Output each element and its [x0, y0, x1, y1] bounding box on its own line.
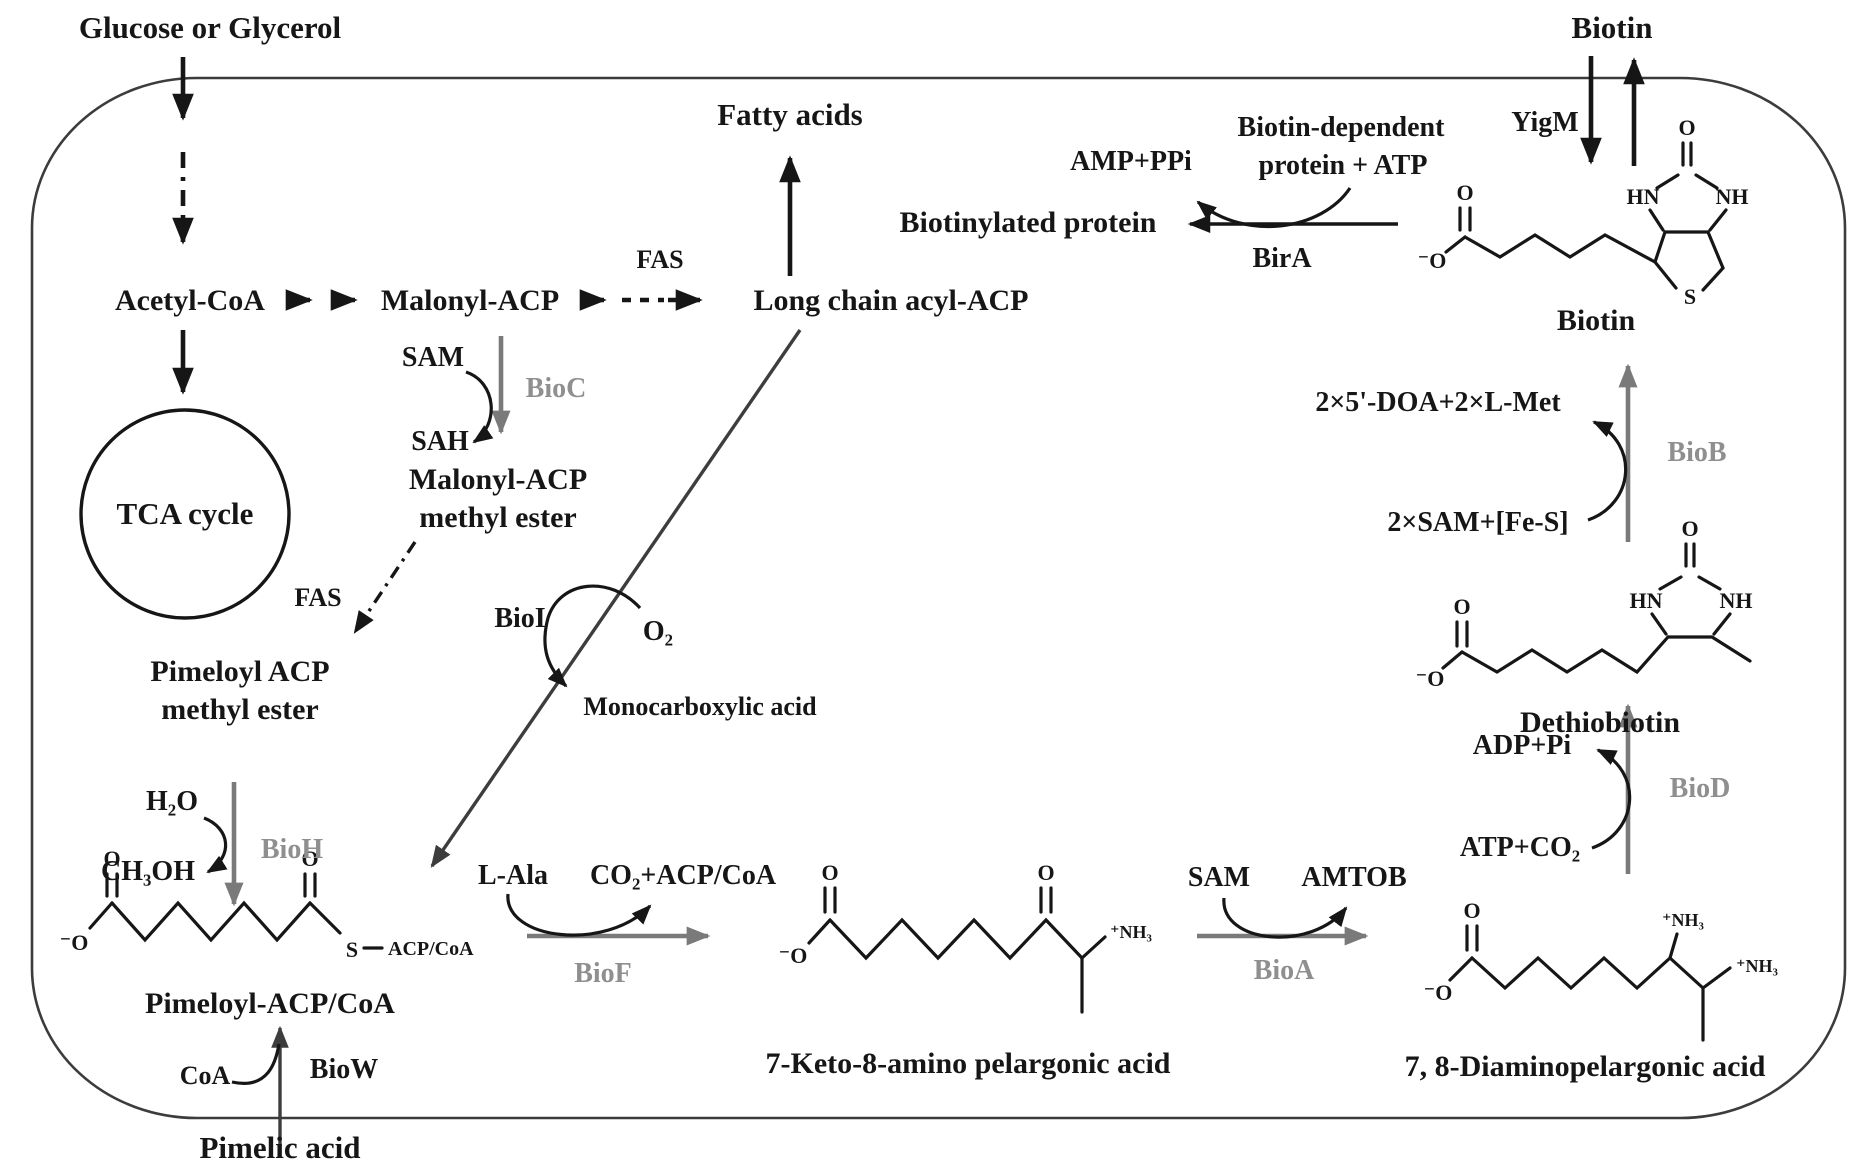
bioi-cofactor-arc	[545, 586, 640, 686]
pimeloyl-methyl-ester-label-line2: methyl ester	[161, 693, 318, 726]
malonyl-methyl-ester-label-line1: Malonyl-ACP	[409, 463, 587, 496]
glucose-label: Glucose or Glycerol	[79, 10, 342, 45]
h2o-label: H₂O	[146, 786, 198, 817]
carboxylate-o-atom: ⁻O	[60, 930, 89, 955]
biotin-structure: O ⁻O O HN NH S	[1418, 115, 1749, 309]
bioi-diagonal-arrow	[432, 330, 800, 866]
monocarboxylic-acid-label: Monocarboxylic acid	[583, 692, 817, 721]
ammonium-group: ⁺NH₃	[1736, 956, 1779, 976]
biotinylated-protein-label: Biotinylated protein	[900, 206, 1157, 239]
biotin-external-label: Biotin	[1572, 10, 1653, 45]
kapa-structure: O O ⁻O ⁺NH₃	[779, 860, 1153, 1012]
biotin-dependent-label-line2: protein + ATP	[1259, 150, 1428, 181]
ch3oh-label: CH₃OH	[101, 856, 195, 887]
pimeloyl-acp-coa-label: Pimeloyl-ACP/CoA	[145, 987, 395, 1020]
l-ala-label: L-Ala	[478, 860, 548, 891]
bioh-enzyme-label: BioH	[261, 834, 323, 865]
o2-label: O₂	[643, 616, 673, 647]
hn-atom: HN	[1627, 184, 1660, 209]
biotin-internal-label: Biotin	[1557, 304, 1636, 337]
kapa-label: 7-Keto-8-amino pelargonic acid	[766, 1047, 1171, 1080]
carbonyl-o-atom: O	[1453, 594, 1470, 619]
keto-o-atom: O	[1037, 860, 1054, 885]
bioa-reaction-arrow	[1197, 898, 1366, 937]
acp-coa-group: ACP/CoA	[388, 938, 474, 960]
sam-fes-label: 2×SAM+[Fe-S]	[1387, 507, 1568, 538]
carbonyl-o-atom: O	[1456, 180, 1473, 205]
ureido-o-atom: O	[1681, 516, 1698, 541]
amtob-label: AMTOB	[1301, 862, 1406, 893]
fas-mid-arrow	[355, 542, 415, 632]
carboxylate-o-atom: ⁻O	[1418, 248, 1447, 273]
coa-label: CoA	[180, 1061, 231, 1090]
biof-enzyme-label: BioF	[574, 958, 632, 989]
ammonium-group: ⁺NH₃	[1110, 922, 1153, 942]
ammonium-group: ⁺NH₃	[1662, 910, 1705, 930]
co2-acp-coa-label: CO₂+ACP/CoA	[590, 860, 777, 891]
biow-reaction-arrow	[232, 1028, 280, 1146]
long-chain-acyl-acp-label: Long chain acyl-ACP	[753, 284, 1028, 317]
sulfur-atom: S	[1684, 284, 1696, 309]
bioi-enzyme-label: BioI	[494, 603, 545, 634]
bioc-enzyme-label: BioC	[526, 373, 587, 404]
biob-reaction-arrow	[1588, 366, 1628, 542]
bira-reaction-arrow	[1190, 188, 1398, 227]
nh-atom: NH	[1720, 588, 1753, 613]
bioh-reaction-arrow	[204, 782, 234, 904]
pimeloyl-methyl-ester-label-line1: Pimeloyl ACP	[150, 655, 329, 688]
bira-enzyme-label: BirA	[1252, 243, 1312, 274]
yigm-transport-arrows	[1591, 56, 1634, 166]
bioa-enzyme-label: BioA	[1254, 955, 1315, 986]
carbonyl-o-atom: O	[1463, 898, 1480, 923]
malonyl-methyl-ester-label-line2: methyl ester	[419, 501, 576, 534]
dapa-structure: O ⁻O ⁺NH₃ ⁺NH₃	[1424, 898, 1779, 1040]
pimelic-acid-label: Pimelic acid	[200, 1130, 361, 1165]
ureido-o-atom: O	[1678, 115, 1695, 140]
tca-cycle-label: TCA cycle	[117, 496, 254, 531]
biob-enzyme-label: BioB	[1667, 437, 1726, 468]
fas-mid-label: FAS	[294, 583, 341, 612]
carboxylate-o-atom: ⁻O	[779, 943, 808, 968]
biod-enzyme-label: BioD	[1670, 773, 1731, 804]
dapa-label: 7, 8-Diaminopelargonic acid	[1405, 1050, 1766, 1083]
carboxylate-o-atom: ⁻O	[1416, 666, 1445, 691]
amp-ppi-label: AMP+PPi	[1070, 146, 1192, 177]
dethiobiotin-label: Dethiobiotin	[1520, 706, 1680, 739]
fatty-acids-label: Fatty acids	[717, 97, 863, 132]
malonyl-acp-label: Malonyl-ACP	[381, 284, 559, 317]
hn-atom: HN	[1630, 588, 1663, 613]
carboxylate-o-atom: ⁻O	[1424, 980, 1453, 1005]
nh-atom: NH	[1716, 184, 1749, 209]
sulfur-atom: S	[346, 937, 358, 962]
dethiobiotin-structure: O ⁻O O HN NH	[1416, 516, 1753, 691]
biow-enzyme-label: BioW	[310, 1054, 378, 1085]
carbonyl-o-atom: O	[821, 860, 838, 885]
sam-bioc-label: SAM	[402, 342, 464, 373]
sam-bioa-label: SAM	[1188, 862, 1250, 893]
doa-lmet-label: 2×5'-DOA+2×L-Met	[1315, 387, 1561, 418]
atp-co2-label: ATP+CO₂	[1460, 832, 1580, 863]
biof-reaction-arrow	[508, 894, 708, 936]
biotin-dependent-label-line1: Biotin-dependent	[1238, 112, 1446, 143]
fas-top-label: FAS	[636, 245, 683, 274]
acetyl-coa-label: Acetyl-CoA	[115, 284, 265, 317]
bioc-reaction-arrow	[466, 336, 501, 442]
yigm-enzyme-label: YigM	[1511, 107, 1578, 138]
sah-label: SAH	[411, 426, 469, 457]
